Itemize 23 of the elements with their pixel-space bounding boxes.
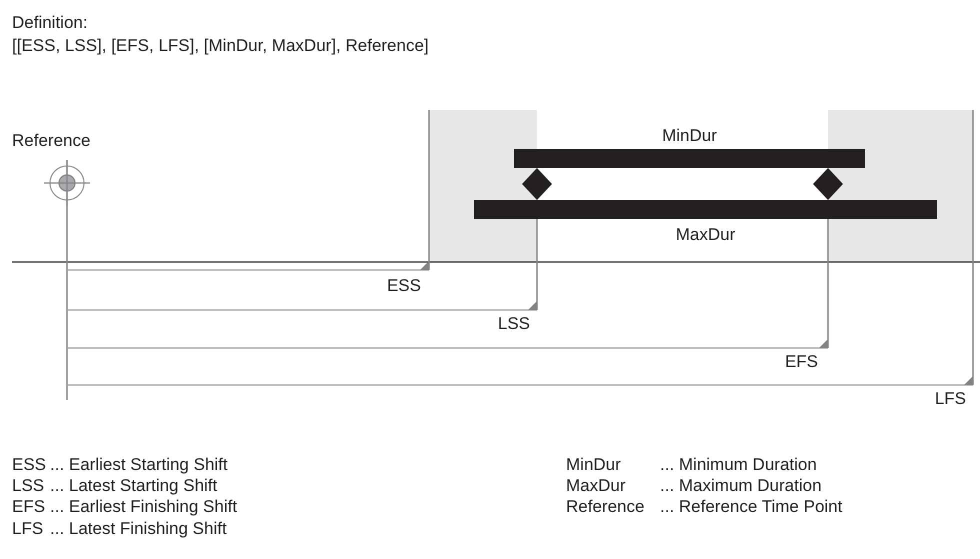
shift-label: LFS bbox=[934, 390, 966, 407]
bar-label: MaxDur bbox=[676, 226, 736, 243]
legend-description: ... Latest Finishing Shift bbox=[50, 520, 227, 537]
definition-text: [[ESS, LSS], [EFS, LFS], [MinDur, MaxDur], Reference] bbox=[12, 37, 429, 54]
legend-term: EFS bbox=[12, 498, 46, 515]
legend-description: ... Maximum Duration bbox=[660, 477, 822, 494]
bar-label: MinDur bbox=[662, 127, 717, 144]
legend-term: MaxDur bbox=[566, 477, 626, 494]
legend-description: ... Latest Starting Shift bbox=[50, 477, 218, 494]
legend-term: LSS bbox=[12, 477, 44, 494]
legend-description: ... Earliest Finishing Shift bbox=[50, 498, 238, 515]
legend-term: MinDur bbox=[566, 456, 621, 473]
definition-text: Definition: bbox=[12, 14, 88, 31]
legend-term: ESS bbox=[12, 456, 46, 473]
legend-description: ... Minimum Duration bbox=[660, 456, 817, 473]
shift-label: EFS bbox=[784, 353, 818, 370]
legend-description: ... Reference Time Point bbox=[660, 498, 842, 515]
reference-label: Reference bbox=[12, 132, 90, 149]
shift-label: LSS bbox=[498, 315, 530, 332]
legend-term: Reference bbox=[566, 498, 644, 515]
legend-description: ... Earliest Starting Shift bbox=[50, 456, 228, 473]
legend-term: LFS bbox=[12, 520, 44, 537]
shift-label: ESS bbox=[386, 277, 421, 294]
